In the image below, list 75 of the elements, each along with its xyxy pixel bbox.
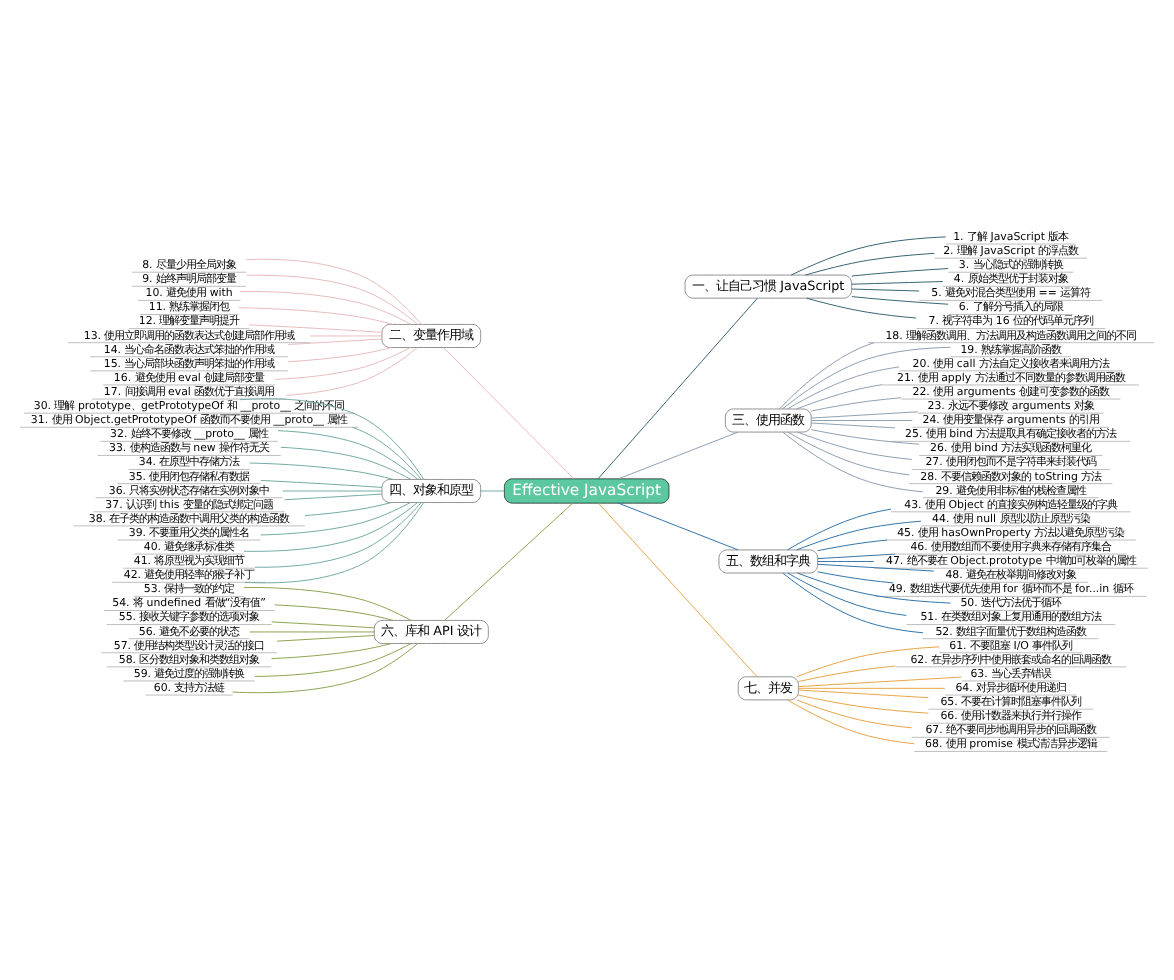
- connector: [817, 560, 875, 561]
- connector: [274, 346, 411, 379]
- connector: [260, 478, 383, 487]
- connector: [782, 571, 924, 633]
- connector: [309, 334, 383, 336]
- connector: [243, 585, 412, 620]
- connector: [248, 323, 383, 332]
- connector: [796, 519, 922, 550]
- connector: [810, 428, 920, 444]
- connector: [239, 397, 425, 479]
- connector: [851, 287, 920, 291]
- connector: [796, 698, 913, 728]
- connector: [798, 675, 962, 687]
- connector: [786, 698, 915, 744]
- connector: [254, 501, 422, 567]
- connector: [280, 445, 412, 479]
- connector: [810, 419, 913, 420]
- connector: [810, 421, 896, 428]
- connector: [851, 295, 949, 304]
- connector: [285, 346, 418, 395]
- connector: [284, 492, 383, 500]
- connector: [271, 642, 392, 659]
- connector: [249, 461, 394, 479]
- connector: [277, 429, 419, 479]
- connector: [244, 501, 424, 583]
- connector: [806, 296, 917, 318]
- connector: [851, 280, 944, 284]
- connector: [782, 345, 951, 409]
- connector: [810, 410, 919, 418]
- connector: [274, 603, 394, 620]
- connector: [240, 289, 412, 324]
- connector: [443, 346, 575, 479]
- connector: [787, 571, 907, 615]
- connector: [851, 267, 949, 276]
- connector: [810, 396, 902, 411]
- connector: [796, 383, 883, 409]
- connector: [804, 251, 935, 275]
- connector: [817, 570, 894, 583]
- connector: [444, 501, 574, 620]
- connector: [480, 489, 505, 491]
- connector: [798, 693, 929, 713]
- connector: [787, 430, 910, 475]
- connector: [790, 235, 947, 275]
- connector: [304, 501, 392, 516]
- connector: [598, 501, 758, 677]
- connector: [817, 562, 935, 571]
- connector: [245, 257, 422, 324]
- connector: [352, 425, 422, 479]
- connector: [796, 571, 951, 603]
- connector: [782, 430, 924, 492]
- connector: [276, 634, 375, 641]
- connector: [282, 489, 383, 491]
- connector: [817, 538, 888, 551]
- connector: [786, 365, 900, 409]
- connector: [243, 501, 418, 551]
- connector: [798, 686, 946, 688]
- connector: [245, 273, 419, 324]
- connector: [249, 630, 375, 632]
- connector: [254, 642, 412, 676]
- connector: [287, 346, 392, 362]
- connector: [798, 664, 896, 681]
- connector: [232, 642, 419, 693]
- connector: [778, 341, 875, 409]
- connector: [618, 430, 739, 479]
- connector: [260, 501, 411, 535]
- connector: [798, 688, 929, 698]
- connector: [597, 296, 758, 478]
- connector: [618, 501, 739, 550]
- connector: [287, 337, 383, 344]
- connector: [796, 645, 940, 677]
- connector: [817, 552, 896, 559]
- connector: [271, 620, 375, 628]
- connector: [238, 306, 394, 324]
- connector: [796, 430, 913, 459]
- connector: [786, 507, 892, 550]
